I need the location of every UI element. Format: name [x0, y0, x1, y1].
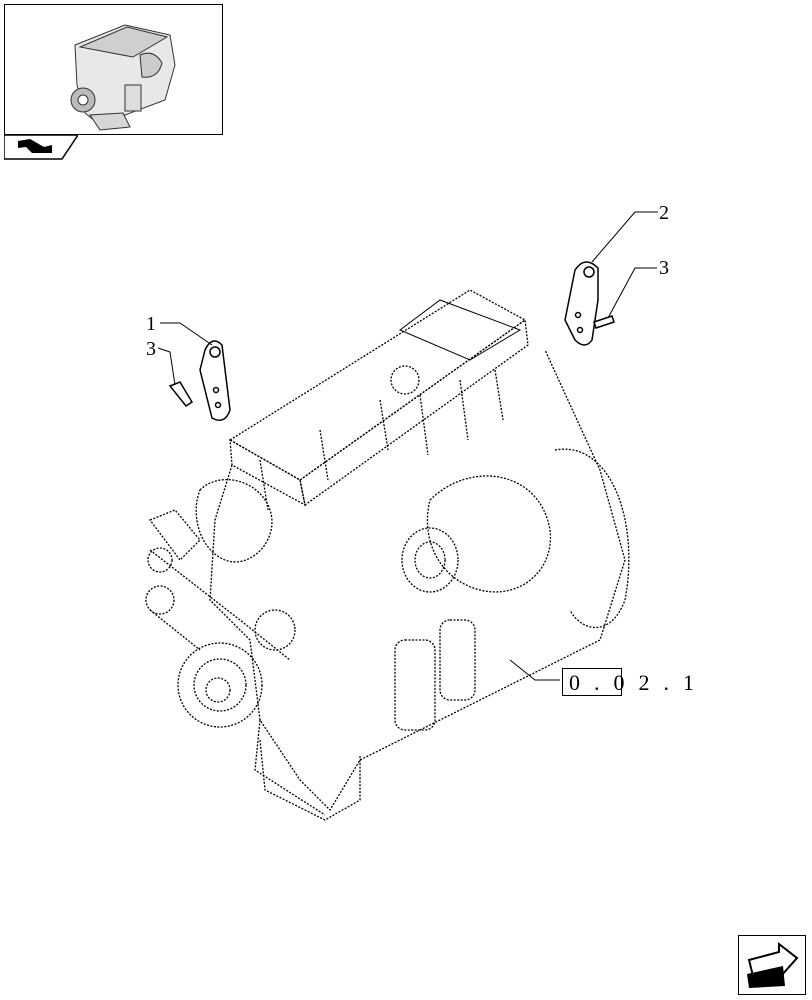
oil-pan	[259, 739, 361, 821]
thumbnail-tab[interactable]	[3, 134, 80, 160]
screw-left	[168, 381, 194, 408]
lifting-bracket-right	[564, 261, 599, 346]
alternator-pulley	[254, 609, 296, 651]
callout-part-3-left: 3	[146, 338, 156, 360]
turbocharger	[426, 475, 552, 593]
next-page-arrow-icon	[747, 941, 799, 988]
vibration-damper	[177, 642, 263, 728]
drive-belt	[149, 549, 291, 661]
next-page-button[interactable]	[738, 935, 806, 995]
engine-thumbnail-icon	[70, 24, 176, 131]
callout-part-1: 1	[146, 313, 156, 335]
oil-filter	[394, 639, 436, 731]
oil-filler-cap	[390, 365, 420, 395]
head-cover	[228, 289, 527, 481]
engine-thumbnail[interactable]	[4, 4, 223, 135]
arrow-tab-icon	[3, 134, 80, 160]
reference-box[interactable]	[562, 668, 622, 696]
engine-block	[209, 349, 626, 812]
callout-part-3-right: 3	[659, 257, 669, 279]
reference-code[interactable]: 0.02.1	[569, 670, 708, 695]
callout-part-2: 2	[659, 202, 669, 224]
screw-right	[593, 315, 615, 329]
flywheel-housing	[554, 448, 630, 629]
lifting-bracket-left	[199, 340, 231, 421]
